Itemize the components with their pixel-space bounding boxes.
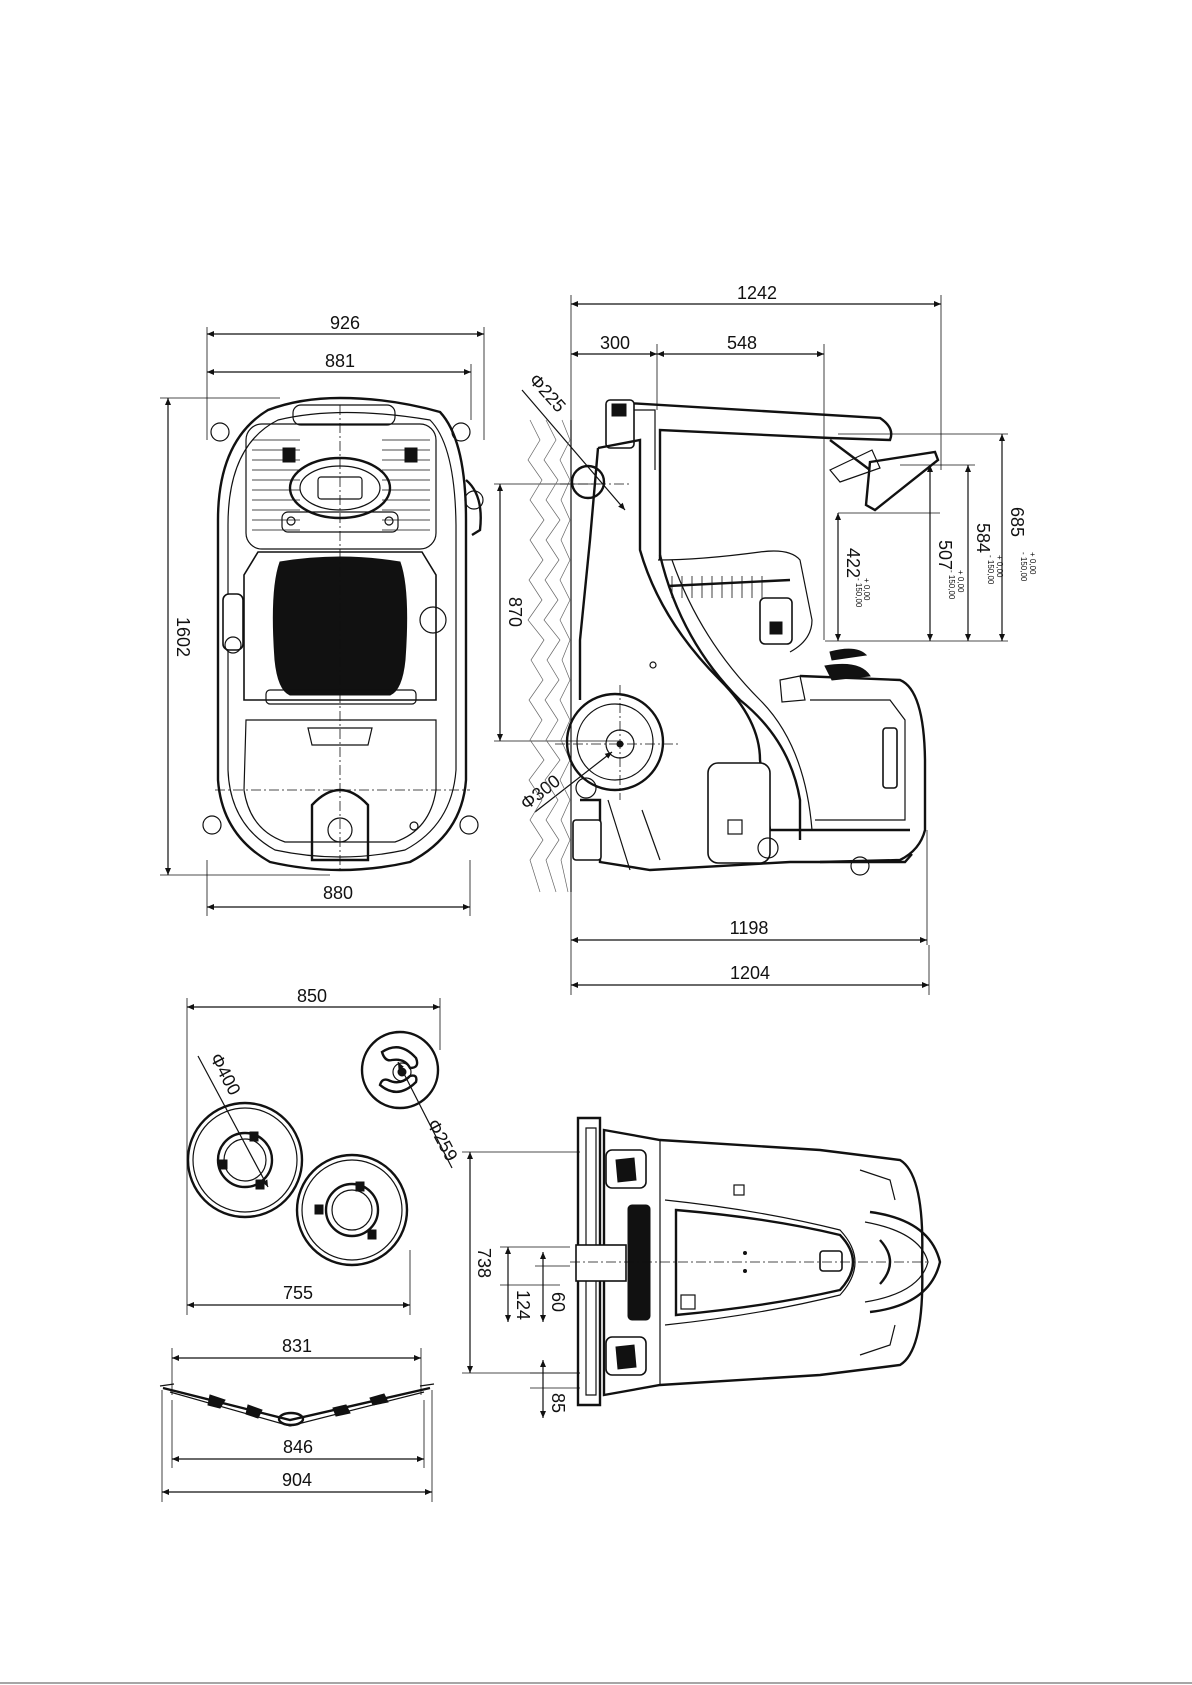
bottom-view: 738 124 60 85 [462,1118,940,1418]
squeegee-view: 831 846 904 [160,1336,434,1502]
tol-lower-507: - 150,00 [947,570,956,600]
dim-880: 880 [207,860,470,916]
tol-upper-584: + 0,00 [995,555,1004,578]
dim-text-738: 738 [474,1248,494,1278]
dim-text-685: 685 [1007,507,1027,537]
dim-text-881: 881 [325,351,355,371]
steering-wheel [830,440,938,510]
dim-text-870: 870 [505,597,525,627]
dim-text-880: 880 [323,883,353,903]
dim-text-85: 85 [548,1393,568,1413]
dim-text-phi-400: Φ400 [206,1050,245,1099]
side-view-machine [555,400,938,875]
dim-text-846: 846 [283,1437,313,1457]
tol-lower-584: - 150,00 [986,555,995,585]
brushes-view: 850 755 Φ400 Φ259 [187,986,462,1315]
dim-text-1204: 1204 [730,963,770,983]
dim-text-300: 300 [600,333,630,353]
tol-lower-685: - 150,00 [1019,552,1028,582]
dim-text-850: 850 [297,986,327,1006]
side-vents [668,576,792,644]
top-view: 926 881 1602 880 [160,313,484,916]
dim-text-422: 422 [843,548,863,578]
wall-hatch [528,420,571,892]
brush-disc-2 [297,1155,407,1265]
dim-text-584: 584 [973,523,993,553]
dim-text-755: 755 [283,1283,313,1303]
bottom-view-machine [570,1118,940,1405]
dim-text-1602: 1602 [173,617,193,657]
dim-text-phi-259: Φ259 [423,1116,462,1165]
side-view: 1242 300 548 Φ225 Φ300 870 [494,283,1037,995]
dim-text-904: 904 [282,1470,312,1490]
dim-926: 926 [207,313,484,440]
brush-disc-1 [188,1103,302,1217]
tol-upper-685: + 0,00 [1028,552,1037,575]
dim-text-1198: 1198 [730,918,769,938]
dim-text-926: 926 [330,313,360,333]
dim-phi-400: Φ400 [198,1050,268,1187]
dim-text-124: 124 [513,1290,533,1320]
dim-846: 846 [172,1400,424,1468]
dim-text-831: 831 [282,1336,312,1356]
side-wheel [555,466,680,800]
dim-300-548: 300 548 [571,333,824,640]
dim-850: 850 [187,986,440,1315]
dim-text-phi-225: Φ225 [525,370,570,416]
dim-text-60: 60 [548,1292,568,1312]
dim-text-548: 548 [727,333,757,353]
squeegee-shape [160,1384,434,1426]
dim-870: 870 [494,484,620,741]
tol-upper-507: + 0,00 [956,570,965,593]
tol-lower-422: - 150,00 [854,578,863,608]
dim-124-60: 124 60 [500,1247,570,1322]
dim-831: 831 [172,1336,421,1395]
dim-85: 85 [530,1360,580,1418]
top-view-machine [203,398,483,870]
dim-text-507: 507 [935,540,955,570]
dim-text-1242: 1242 [737,283,777,303]
pad-driver [362,1032,438,1108]
dim-738: 738 [462,1152,580,1373]
